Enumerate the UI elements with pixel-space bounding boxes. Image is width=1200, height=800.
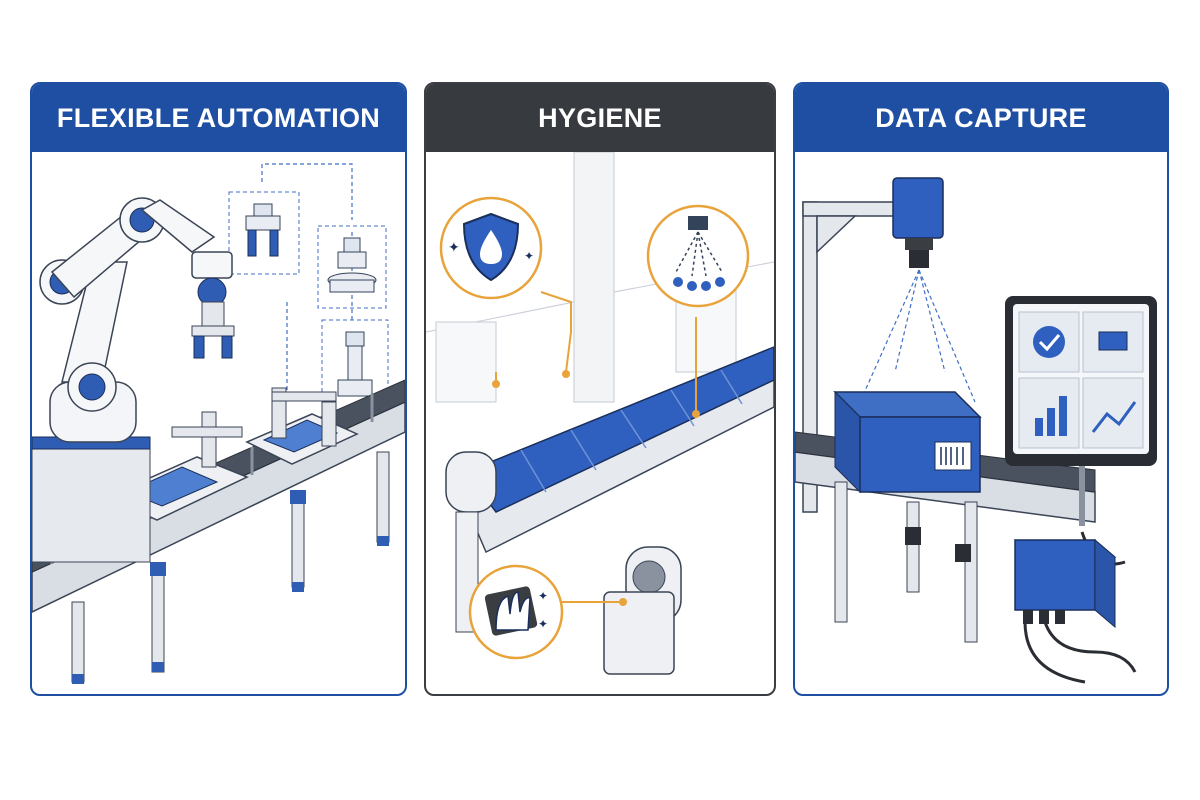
hygiene-illustration: ✦ ✦ ✦ ✦ (426, 152, 774, 675)
tool-spindle-icon (321, 319, 389, 417)
robot-arm (32, 197, 235, 563)
svg-text:✦: ✦ (448, 239, 460, 255)
svg-text:✦: ✦ (524, 249, 534, 263)
tool-gripper-icon (228, 191, 300, 275)
vision-camera-icon (859, 177, 976, 403)
checkmark-icon (1033, 326, 1065, 358)
spray-nozzle-icon (646, 204, 750, 308)
panel-data-capture: DATA CAPTURE (793, 82, 1169, 696)
wipe-clean-icon: ✦ ✦ (468, 564, 564, 660)
shield-drop-icon: ✦ ✦ (439, 196, 543, 300)
belt-conveyor (445, 346, 774, 675)
panel-header: FLEXIBLE AUTOMATION (32, 84, 405, 152)
crate-icon (833, 390, 982, 494)
panel-title: FLEXIBLE AUTOMATION (56, 102, 381, 133)
panel-title: DATA CAPTURE (875, 102, 1087, 133)
data-capture-illustration (795, 177, 1157, 684)
tool-vacuum-icon (317, 225, 387, 309)
box-icon (1098, 331, 1128, 351)
bar-chart-icon (1035, 396, 1067, 436)
panel-title: HYGIENE (538, 102, 662, 133)
panel-flexible-automation: FLEXIBLE AUTOMATION (30, 82, 407, 696)
fixture-station (245, 387, 359, 465)
panel-header: HYGIENE (426, 84, 774, 152)
panel-hygiene: HYGIENE (424, 82, 776, 696)
io-module-icon (1013, 531, 1137, 684)
svg-text:✦: ✦ (538, 617, 548, 631)
svg-text:✦: ✦ (538, 589, 548, 603)
panel-header: DATA CAPTURE (795, 84, 1167, 152)
monitor-dashboard (1005, 296, 1157, 526)
automation-illustration (32, 163, 405, 684)
line-chart-icon (1091, 401, 1137, 433)
